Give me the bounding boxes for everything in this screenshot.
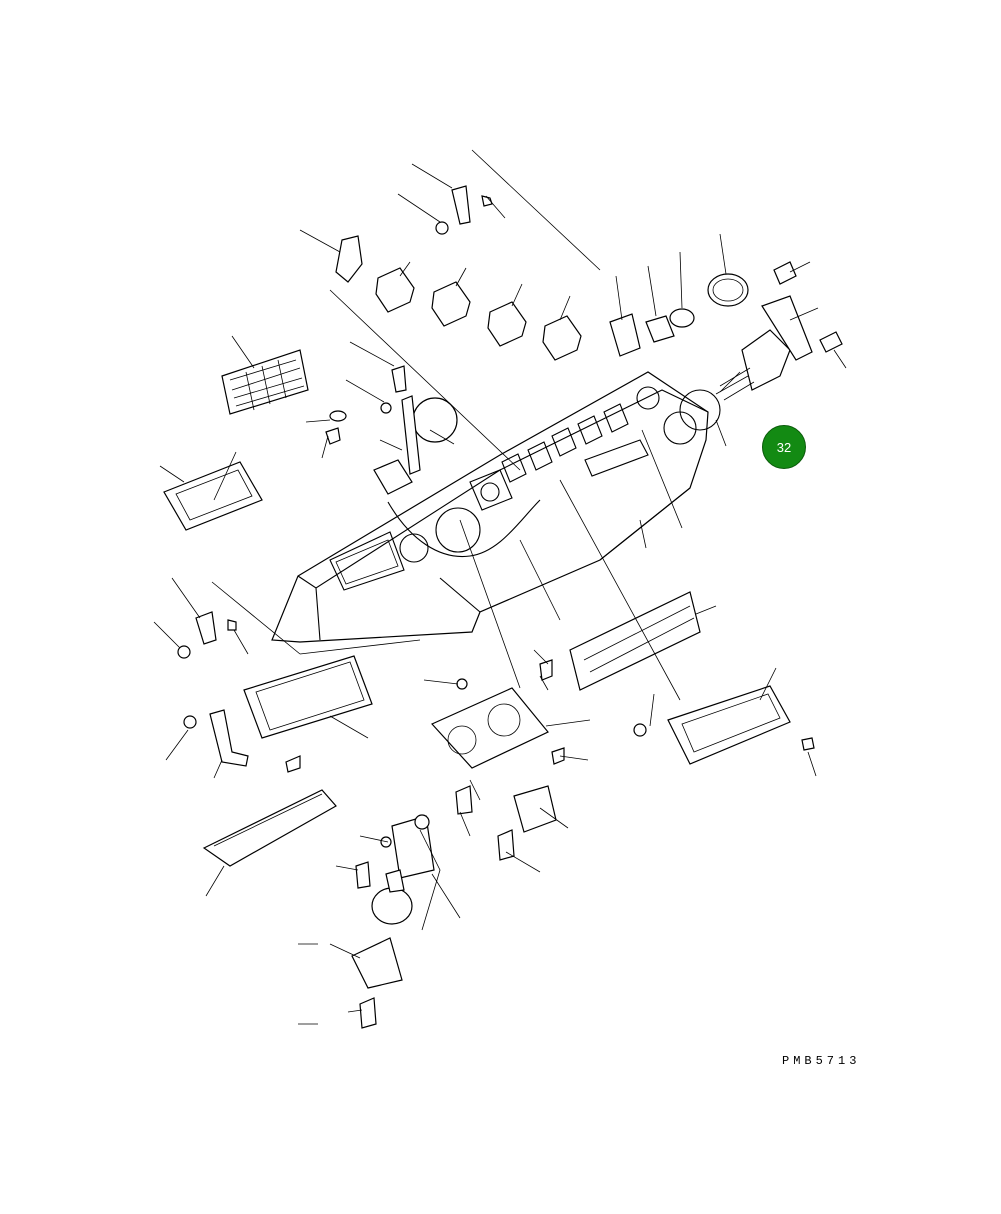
leader-lines	[154, 150, 846, 1024]
frame-bezel	[164, 462, 262, 530]
center-lower-assembly	[352, 660, 564, 1028]
brackets-left	[178, 612, 372, 866]
small-hardware-top	[326, 186, 492, 494]
drawing-code-label: PMB5713	[782, 1054, 861, 1068]
grille-louver	[222, 350, 308, 414]
connector-harness	[716, 262, 842, 400]
console-panel	[272, 372, 720, 642]
brackets-right	[570, 592, 814, 764]
page-number-badge: 32	[762, 425, 806, 469]
rocker-switches	[376, 268, 748, 360]
